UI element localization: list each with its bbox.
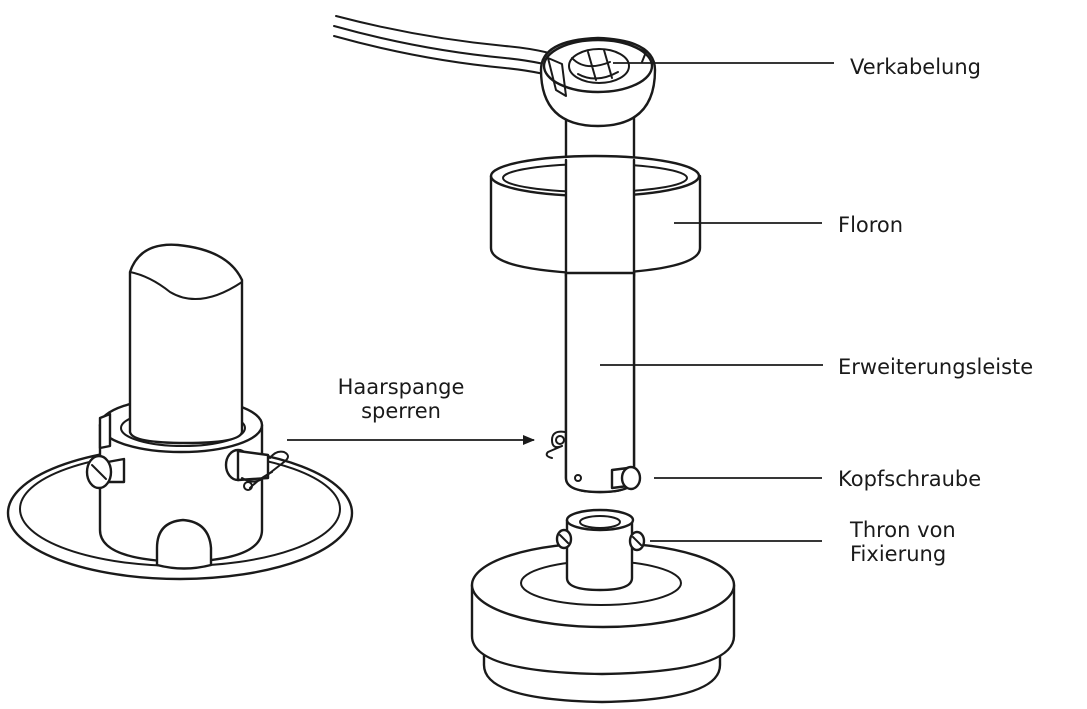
- label-clip-line2: sperren: [361, 399, 441, 423]
- head-screw-icon: [610, 465, 642, 491]
- rod-hole: [574, 474, 582, 482]
- left-bolt-icon: [85, 454, 126, 490]
- rod-hairpin-clip-icon: [545, 430, 566, 459]
- canopy: [489, 154, 702, 278]
- inner-pipe: [128, 243, 244, 445]
- label-head-screw: Kopfschraube: [838, 467, 982, 491]
- label-clip-line1: Haarspange: [337, 375, 465, 399]
- label-mount-line1: Thron von: [850, 518, 956, 542]
- right-bolt-icon: [224, 448, 270, 482]
- upper-left-stub: [98, 412, 112, 450]
- label-mount: Thron von Fixierung: [850, 518, 956, 566]
- mounting-base: [470, 508, 736, 704]
- label-mount-line2: Fixierung: [850, 542, 947, 566]
- front-dome: [155, 518, 213, 570]
- label-extension-rod: Erweiterungsleiste: [838, 355, 1034, 379]
- label-wiring: Verkabelung: [850, 55, 981, 79]
- wiring-cables: [333, 15, 576, 83]
- hairpin-clip-icon: [241, 450, 289, 491]
- hanger-ball: [539, 36, 657, 128]
- base-detail-assembly: [6, 243, 354, 581]
- label-canopy: Floron: [838, 213, 904, 237]
- label-hairpin-clip: Haarspange sperren: [336, 375, 466, 423]
